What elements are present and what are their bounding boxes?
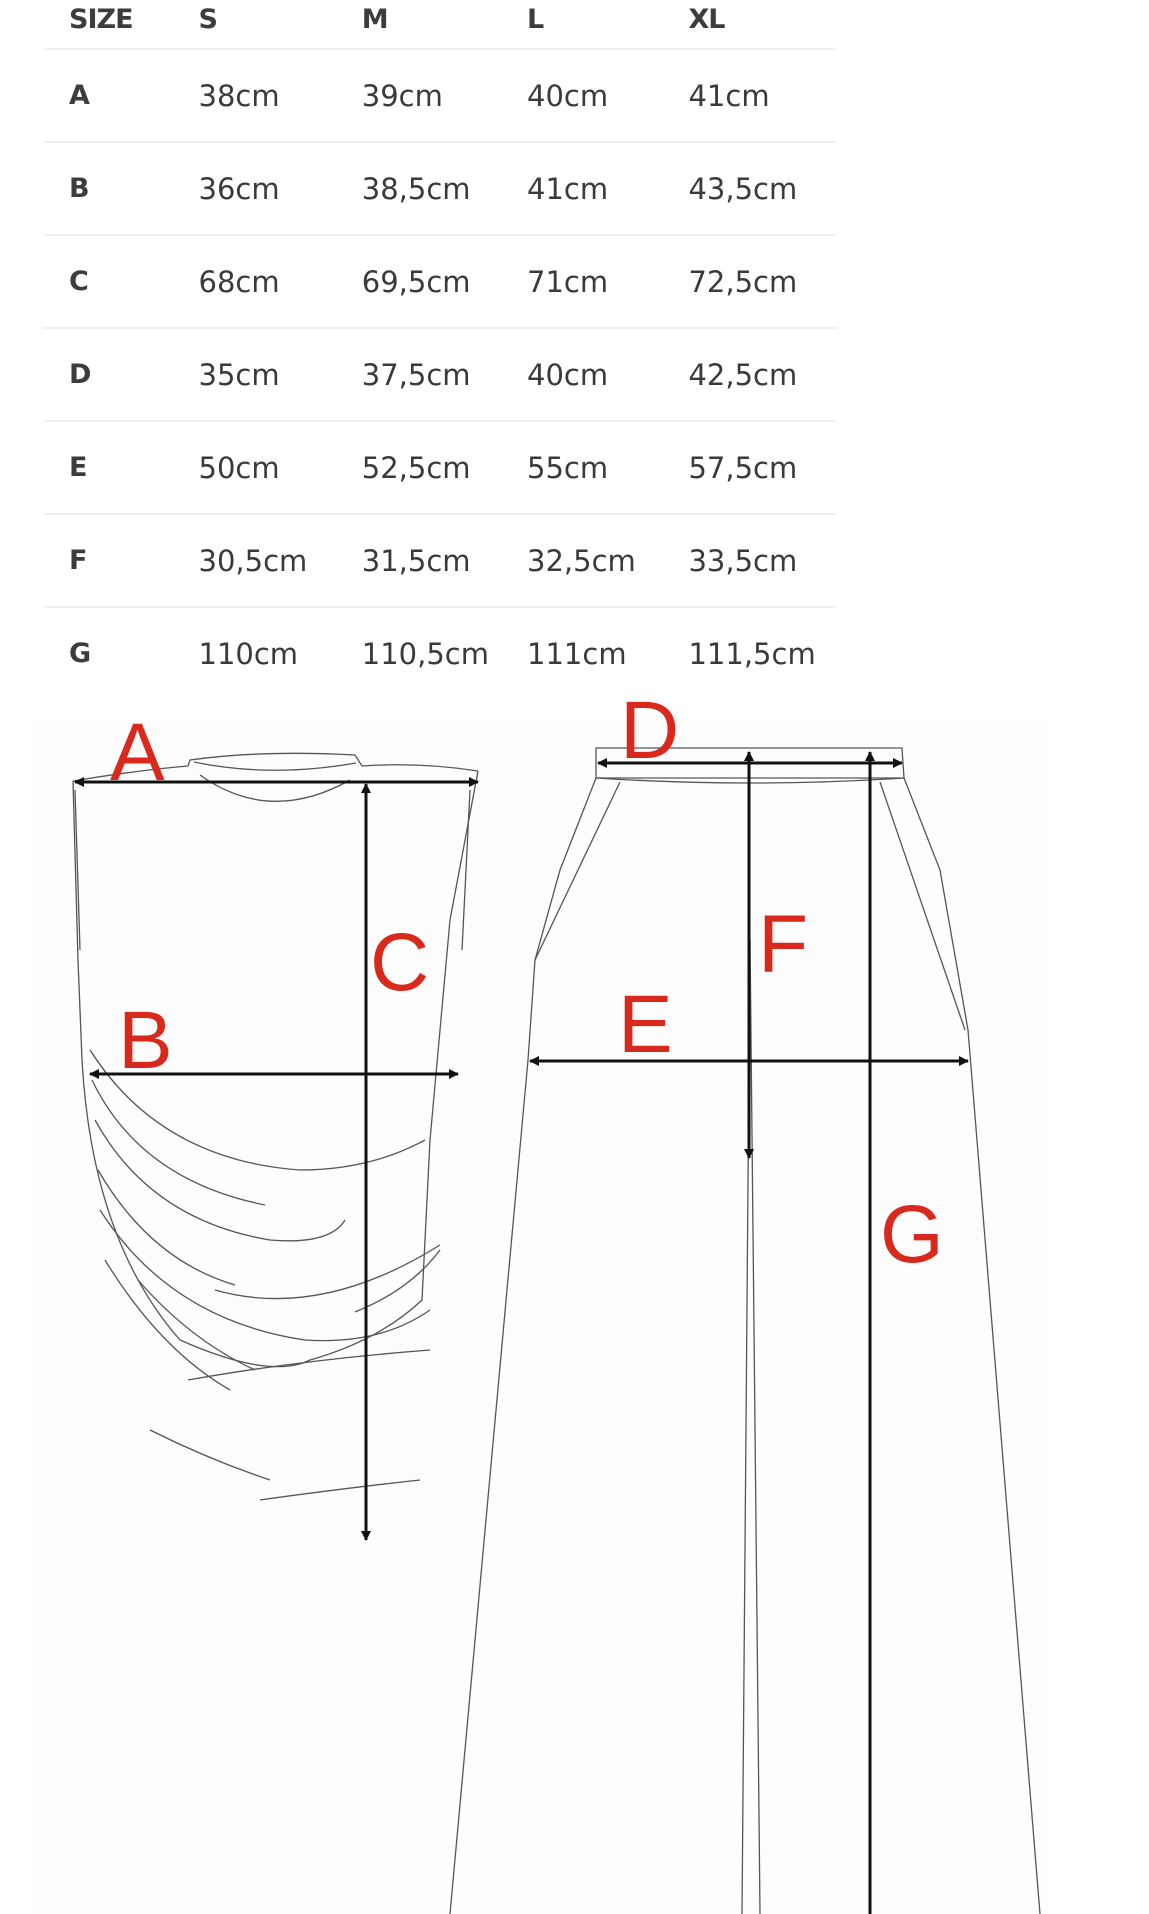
cell-m: 37,5cm xyxy=(361,357,471,392)
measurement-diagram: A B C D E F G xyxy=(0,700,1149,1914)
table-row: E 50cm 52,5cm 55cm 57,5cm xyxy=(44,421,836,514)
cell-xl: 111,5cm xyxy=(688,636,816,671)
label-a: A xyxy=(110,707,165,798)
header-xl: XL xyxy=(688,4,725,35)
cell-m: 39cm xyxy=(361,78,443,113)
header-m: M xyxy=(361,4,389,35)
row-label: G xyxy=(69,638,92,669)
table-row: A 38cm 39cm 40cm 41cm xyxy=(44,49,836,142)
table-row: D 35cm 37,5cm 40cm 42,5cm xyxy=(44,328,836,421)
label-f: F xyxy=(758,899,808,990)
cell-m: 52,5cm xyxy=(361,450,471,485)
cell-l: 55cm xyxy=(527,450,609,485)
label-e: E xyxy=(618,979,673,1070)
cell-s: 68cm xyxy=(198,264,280,299)
cell-s: 50cm xyxy=(198,450,280,485)
cell-l: 40cm xyxy=(527,78,609,113)
cell-m: 69,5cm xyxy=(361,264,471,299)
cell-xl: 42,5cm xyxy=(688,357,798,392)
size-chart-table: SIZE S M L XL A 38cm 39cm 40cm 41cm B 36… xyxy=(44,0,836,699)
cell-s: 36cm xyxy=(198,171,280,206)
cell-s: 35cm xyxy=(198,357,280,392)
cell-m: 110,5cm xyxy=(361,636,489,671)
label-b: B xyxy=(118,995,173,1086)
cell-xl: 57,5cm xyxy=(688,450,798,485)
row-label: E xyxy=(69,452,88,483)
row-label: B xyxy=(69,173,90,204)
row-label: F xyxy=(69,545,88,576)
cell-s: 38cm xyxy=(198,78,280,113)
header-s: S xyxy=(198,4,218,35)
table-row: G 110cm 110,5cm 111cm 111,5cm xyxy=(44,607,836,699)
row-label: C xyxy=(69,266,89,297)
table-row: B 36cm 38,5cm 41cm 43,5cm xyxy=(44,142,836,235)
row-label: D xyxy=(69,359,92,390)
label-c: C xyxy=(370,917,429,1008)
row-label: A xyxy=(69,80,90,111)
cell-l: 71cm xyxy=(527,264,609,299)
table-row: C 68cm 69,5cm 71cm 72,5cm xyxy=(44,235,836,328)
header-l: L xyxy=(527,4,544,35)
cell-xl: 41cm xyxy=(688,78,770,113)
cell-l: 41cm xyxy=(527,171,609,206)
trousers-measure-arrows xyxy=(529,751,969,1914)
cell-s: 110cm xyxy=(198,636,299,671)
cell-xl: 33,5cm xyxy=(688,543,798,578)
cell-s: 30,5cm xyxy=(198,543,308,578)
label-g: G xyxy=(880,1189,944,1280)
cell-l: 111cm xyxy=(527,636,627,671)
cell-xl: 72,5cm xyxy=(688,264,798,299)
cell-xl: 43,5cm xyxy=(688,171,798,206)
cell-m: 31,5cm xyxy=(361,543,471,578)
garment-measurement-illustration: A B C D E F G xyxy=(30,700,1050,1914)
header-size: SIZE xyxy=(69,4,134,35)
size-chart-header-row: SIZE S M L XL xyxy=(44,0,836,49)
label-d: D xyxy=(620,700,679,776)
table-row: F 30,5cm 31,5cm 32,5cm 33,5cm xyxy=(44,514,836,607)
cell-l: 40cm xyxy=(527,357,609,392)
top-measure-arrows xyxy=(74,777,479,1541)
cell-l: 32,5cm xyxy=(527,543,636,578)
cell-m: 38,5cm xyxy=(361,171,471,206)
